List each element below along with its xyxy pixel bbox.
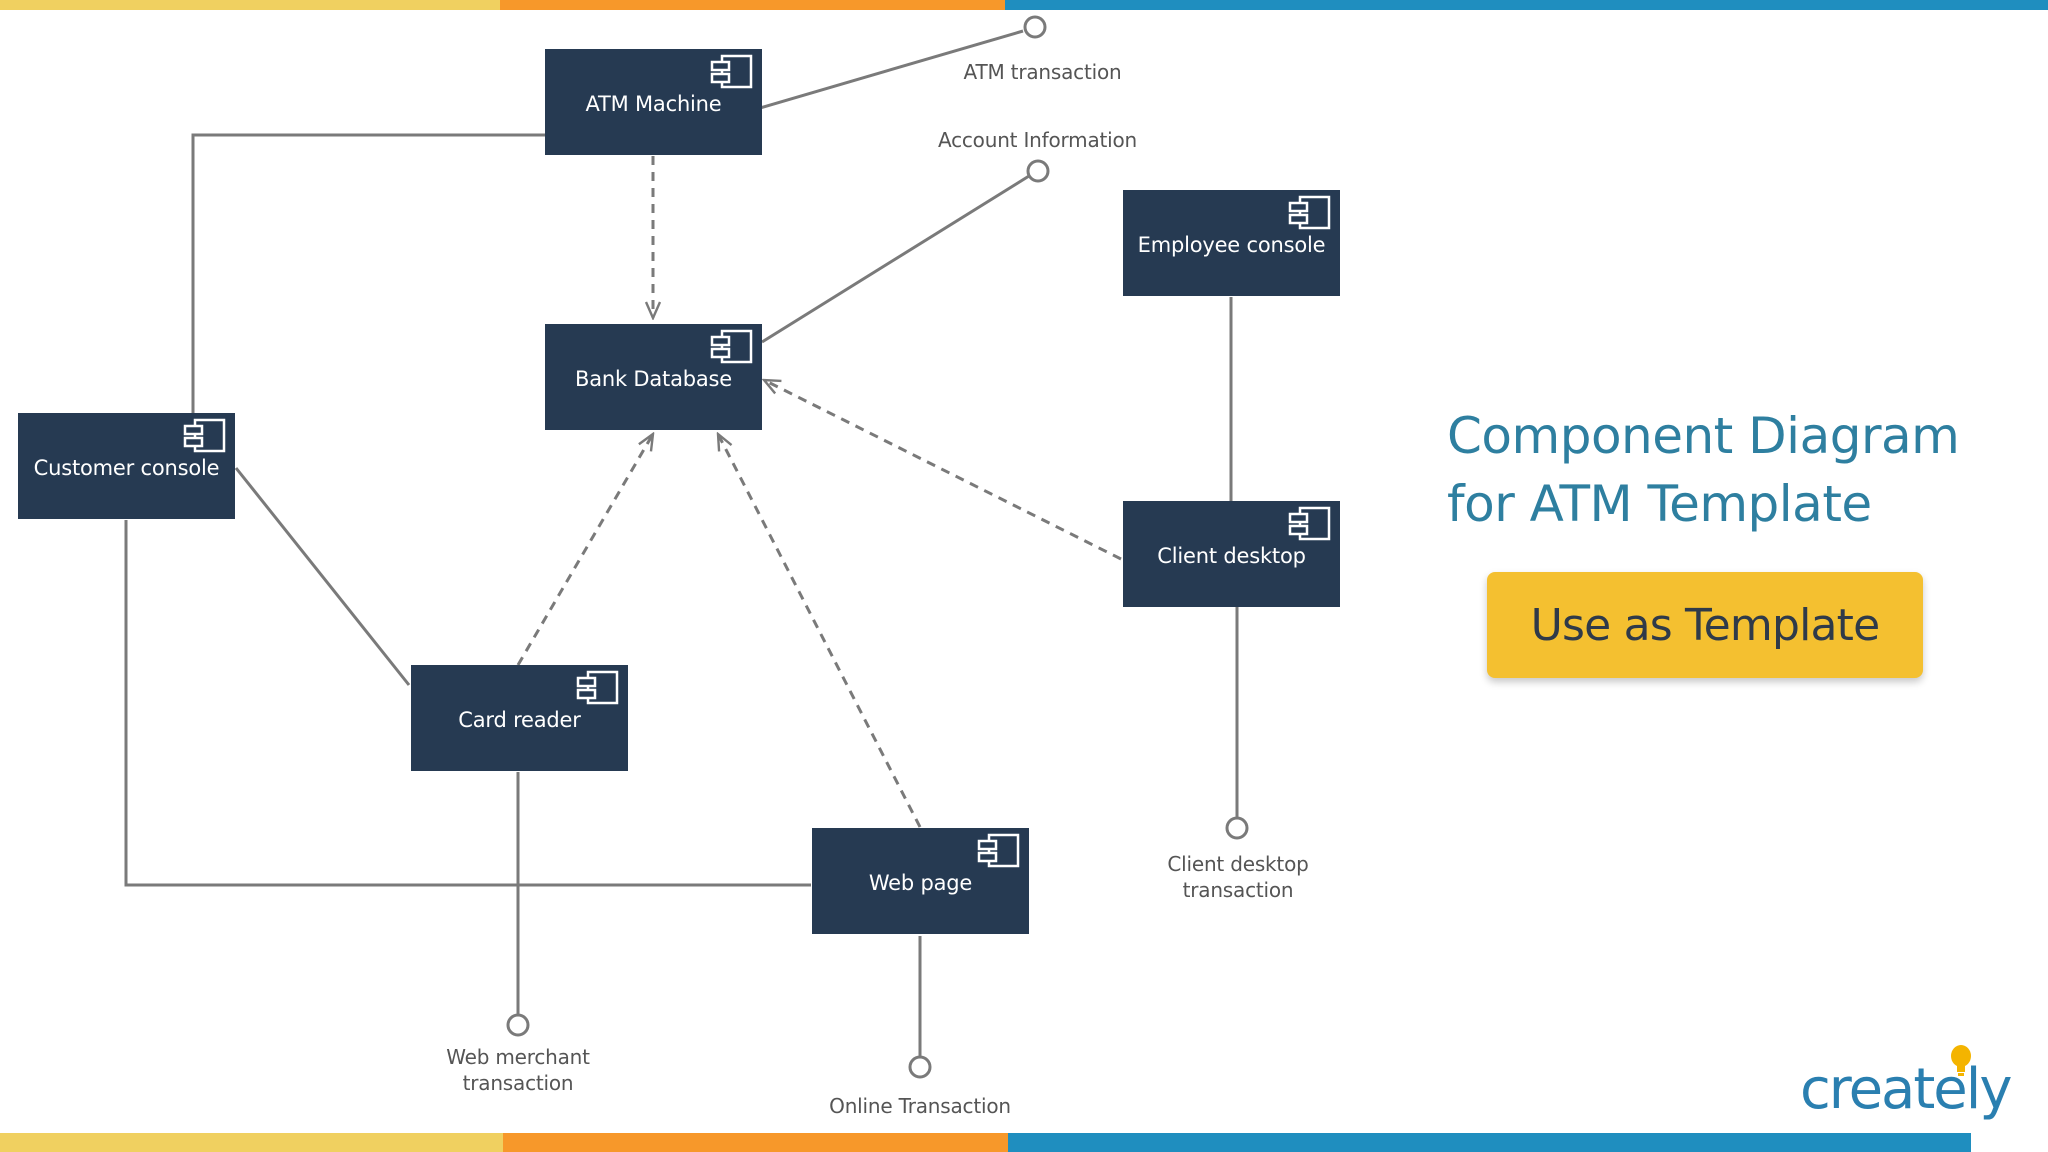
dependency-client-desktop-to-bank-database <box>764 380 1122 561</box>
interface-client-desktop-transaction <box>1225 816 1249 840</box>
component-customer-console[interactable]: Customer console <box>18 413 235 519</box>
component-icon <box>977 833 1020 868</box>
interface-label-account-information: Account Information <box>937 128 1138 152</box>
interface-atm-transaction <box>1023 15 1047 39</box>
interface-label-web-merchant-transaction: Web merchant transaction <box>446 1045 590 1095</box>
component-icon <box>710 329 753 364</box>
component-client-desktop[interactable]: Client desktop <box>1123 501 1340 607</box>
component-label: ATM Machine <box>585 92 722 116</box>
stripe-orange <box>500 0 1005 10</box>
connector-atm-machine-to-customer-console <box>191 133 545 413</box>
component-bank-database[interactable]: Bank Database <box>545 324 762 430</box>
interface-label-atm-transaction: ATM transaction <box>963 60 1122 84</box>
component-label: Client desktop <box>1157 544 1306 568</box>
stripe-yellow <box>0 1133 503 1152</box>
interface-label-online-transaction: Online Transaction <box>829 1094 1011 1118</box>
component-icon <box>710 54 753 89</box>
connector-customer-console-to-web-page <box>124 520 811 887</box>
component-icon <box>576 670 619 705</box>
interface-account-information <box>1026 159 1050 183</box>
stripe-orange <box>503 1133 1008 1152</box>
interface-label-client-desktop-transaction: Client desktop transaction <box>1167 852 1309 902</box>
component-icon <box>1288 195 1331 230</box>
top-color-stripe <box>0 0 2048 10</box>
logo-wordmark: creately <box>1800 1057 2012 1122</box>
component-atm-machine[interactable]: ATM Machine <box>545 49 762 155</box>
use-as-template-button[interactable]: Use as Template <box>1487 572 1923 678</box>
connector-atm-machine-to-atm-transaction <box>759 29 1024 110</box>
connector-bank-database-to-account-information <box>761 174 1030 344</box>
stripe-yellow <box>0 0 500 10</box>
diagram-title: Component Diagram for ATM Template <box>1447 407 1960 533</box>
component-icon <box>1288 506 1331 541</box>
creately-logo[interactable]: creately <box>1800 1040 2015 1130</box>
component-label: Card reader <box>458 708 581 732</box>
component-label: Web page <box>868 871 973 895</box>
component-label: Customer console <box>33 456 220 480</box>
component-icon <box>183 418 226 453</box>
component-label: Employee console <box>1137 233 1326 257</box>
component-employee-console[interactable]: Employee console <box>1123 190 1340 296</box>
dependency-card-reader-to-bank-database <box>516 434 653 666</box>
lightbulb-icon <box>1951 1045 1971 1076</box>
stripe-blue <box>1005 0 2048 10</box>
dependency-web-page-to-bank-database <box>718 434 922 828</box>
component-label: Bank Database <box>574 367 733 391</box>
interface-web-merchant-transaction <box>506 1013 530 1037</box>
stripe-blue <box>1008 1133 1971 1152</box>
component-web-page[interactable]: Web page <box>812 828 1029 934</box>
connector-customer-console-to-card-reader <box>234 467 411 686</box>
interface-online-transaction <box>908 1055 932 1079</box>
component-card-reader[interactable]: Card reader <box>411 665 628 771</box>
bottom-color-stripe <box>0 1133 2048 1152</box>
